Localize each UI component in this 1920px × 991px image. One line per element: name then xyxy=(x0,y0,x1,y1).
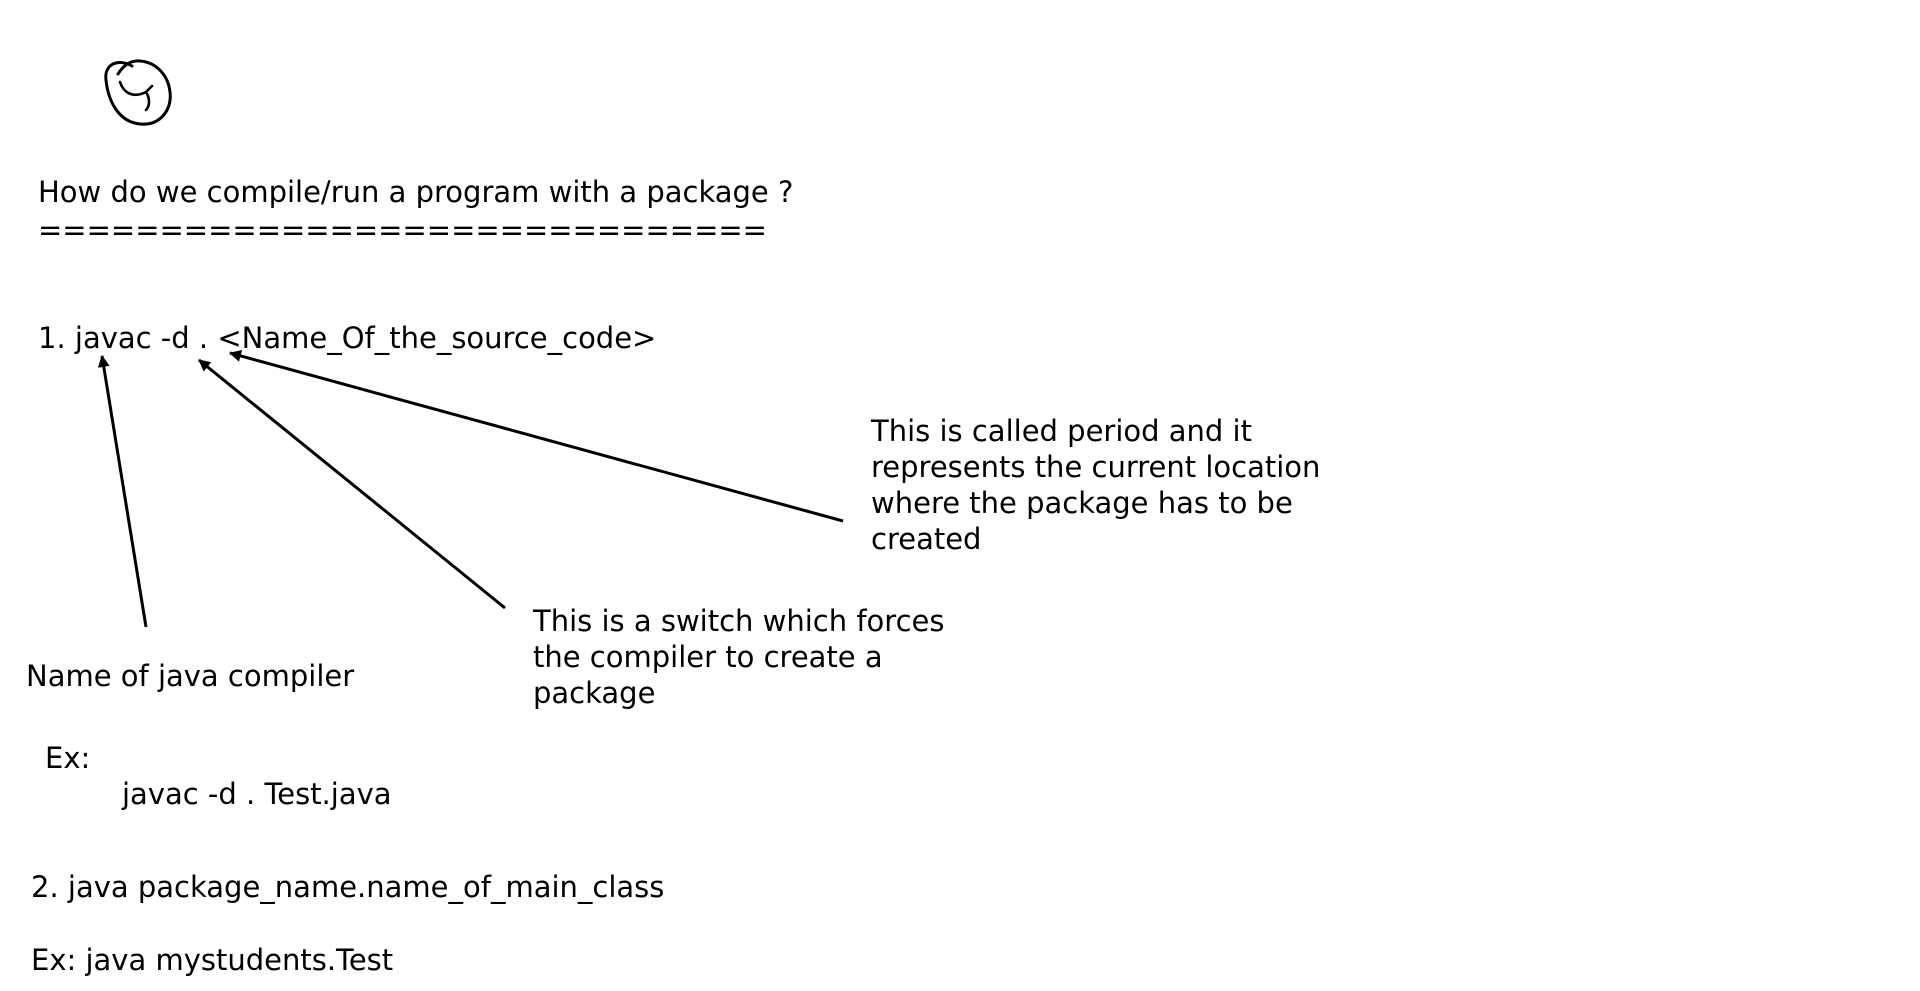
java-run-example: Ex: java mystudents.Test xyxy=(31,943,394,977)
period-annotation-line: created xyxy=(871,522,982,556)
java-run-command: 2. java package_name.name_of_main_class xyxy=(31,870,665,904)
switch-annotation: This is a switch which forces the compil… xyxy=(533,603,944,711)
period-annotation-line: where the package has to be xyxy=(871,486,1293,520)
switch-annotation-line: package xyxy=(533,676,656,710)
circled-number-badge xyxy=(104,59,172,126)
period-annotation: This is called period and it represents … xyxy=(871,413,1320,557)
switch-annotation-line: This is a switch which forces xyxy=(533,604,945,638)
arrow-to-period xyxy=(229,350,844,523)
period-annotation-line: This is called period and it xyxy=(871,414,1252,448)
page-title: How do we compile/run a program with a p… xyxy=(38,175,794,209)
compiler-annotation: Name of java compiler xyxy=(26,659,355,693)
title-underline: ============================== xyxy=(38,213,767,247)
javac-command: 1. javac -d . <Name_Of_the_source_code> xyxy=(38,321,657,355)
example-label: Ex: xyxy=(45,741,91,775)
period-annotation-line: represents the current location xyxy=(871,450,1321,484)
example-javac-command: javac -d . Test.java xyxy=(122,777,392,811)
switch-annotation-line: the compiler to create a xyxy=(533,640,883,674)
arrow-to-switch xyxy=(198,358,506,610)
arrow-to-javac xyxy=(97,355,148,628)
